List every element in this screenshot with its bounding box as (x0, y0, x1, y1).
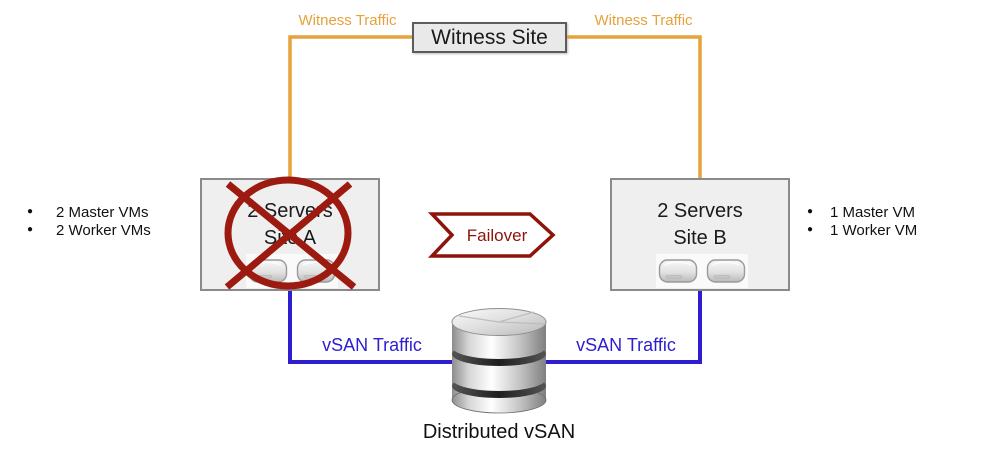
witness-traffic-line-right (567, 35, 702, 178)
site-a-disk-tray (246, 254, 338, 288)
site-b-disk-tray (656, 254, 748, 288)
disk-icon (706, 259, 746, 283)
site-b-name-label: Site B (673, 227, 727, 249)
witness-traffic-label-right: Witness Traffic (594, 12, 693, 29)
vm-count-label: 1 Worker VM (830, 221, 918, 239)
bullet-icon: ● (27, 206, 34, 217)
vm-count-label: 1 Master VM (830, 203, 916, 221)
bullet-icon: ● (807, 224, 814, 235)
site-a-name-label: Site A (263, 227, 317, 249)
list-item: ● 2 Master VMs (24, 203, 151, 221)
disk-icon (296, 259, 336, 283)
vm-count-label: 2 Worker VMs (56, 221, 151, 239)
site-a-servers-label: 2 Servers (247, 200, 333, 222)
site-a-title: 2 Servers Site A (202, 198, 378, 252)
distributed-vsan-label: Distributed vSAN (422, 421, 576, 443)
witness-site-label: Witness Site (431, 25, 548, 49)
database-cylinder-icon (451, 308, 547, 414)
site-a-vm-list: ● 2 Master VMs ● 2 Worker VMs (24, 203, 151, 239)
vm-count-label: 2 Master VMs (56, 203, 149, 221)
witness-traffic-line-left (288, 35, 412, 178)
witness-traffic-label-left: Witness Traffic (298, 12, 397, 29)
vsan-traffic-label-right: vSAN Traffic (576, 335, 676, 355)
list-item: ● 1 Master VM (804, 203, 917, 221)
disk-icon (658, 259, 698, 283)
site-b-title: 2 Servers Site B (612, 198, 788, 252)
disk-icon (248, 259, 288, 283)
bullet-icon: ● (27, 224, 34, 235)
site-b-box: 2 Servers Site B (610, 178, 790, 291)
site-b-vm-list: ● 1 Master VM ● 1 Worker VM (804, 203, 917, 239)
list-item: ● 2 Worker VMs (24, 221, 151, 239)
site-a-box: 2 Servers Site A (200, 178, 380, 291)
bullet-icon: ● (807, 206, 814, 217)
list-item: ● 1 Worker VM (804, 221, 917, 239)
witness-site-box: Witness Site (412, 22, 567, 53)
vsan-traffic-label-left: vSAN Traffic (322, 335, 422, 355)
site-b-servers-label: 2 Servers (657, 200, 743, 222)
failover-label: Failover (466, 226, 528, 245)
